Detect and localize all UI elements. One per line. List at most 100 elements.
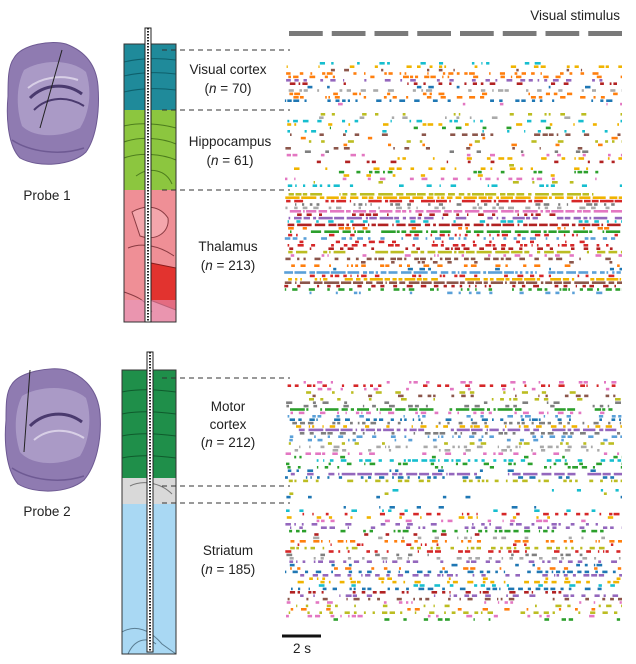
spike-mark [348, 123, 351, 126]
stimulus-bars [289, 31, 622, 36]
spike-mark [601, 536, 605, 540]
spike-mark [427, 570, 432, 574]
spike-mark [516, 523, 522, 526]
spike-mark [617, 459, 622, 462]
spike-mark [321, 519, 325, 523]
spike-mark [416, 85, 422, 89]
spike-mark [407, 557, 409, 560]
spike-mark [493, 257, 499, 261]
spike-mark [600, 99, 604, 102]
spike-mark [403, 415, 405, 418]
spike-mark [544, 113, 547, 116]
spike-mark [301, 196, 317, 199]
spike-mark [543, 415, 546, 418]
spike-mark [289, 82, 296, 85]
spike-mark [346, 210, 351, 213]
spike-mark [315, 614, 321, 618]
spike-mark [316, 220, 319, 223]
spike-mark [574, 281, 589, 284]
spike-mark [564, 512, 568, 516]
spike-mark [387, 170, 393, 174]
spike-mark [296, 529, 300, 533]
spike-mark [344, 611, 350, 614]
spike-mark [468, 284, 471, 288]
spike-mark [378, 577, 385, 580]
spike-mark [586, 449, 589, 452]
spike-mark [498, 157, 505, 160]
spike-mark [299, 509, 304, 512]
spike-mark [528, 223, 538, 227]
spike-mark [350, 408, 354, 411]
spike-mark [342, 193, 348, 196]
spike-mark [409, 199, 414, 203]
spike-mark [501, 216, 506, 220]
spike-mark [466, 614, 473, 618]
spike-mark [350, 233, 355, 237]
spike-mark [476, 291, 481, 295]
spike-mark [591, 574, 598, 577]
spike-mark [468, 381, 473, 384]
spike-mark [584, 220, 589, 223]
spike-mark [481, 62, 483, 65]
spike-mark [612, 271, 615, 274]
spike-mark [620, 425, 622, 428]
spike-mark [334, 274, 340, 278]
spike-mark [299, 445, 301, 449]
spike-mark [531, 553, 537, 557]
spike-mark [295, 281, 297, 284]
spike-mark [289, 438, 293, 442]
spike-mark [414, 99, 420, 102]
spike-mark [528, 92, 530, 96]
spike-mark [596, 291, 603, 295]
spike-mark [568, 587, 572, 591]
spike-mark [483, 281, 488, 284]
spike-mark [285, 476, 288, 479]
spike-mark [456, 557, 462, 560]
spike-mark [467, 597, 473, 601]
spike-mark [359, 213, 365, 216]
spike-mark [592, 79, 595, 82]
spike-mark [517, 421, 520, 425]
spike-mark [539, 274, 544, 278]
spike-mark [586, 384, 588, 387]
spike-mark [599, 160, 604, 164]
spike-mark [490, 167, 493, 170]
spike-mark [351, 509, 357, 512]
spike-mark [385, 560, 387, 563]
region-count-thalamus: (n = 213) [201, 258, 255, 273]
spike-mark [473, 411, 477, 415]
spike-mark [511, 250, 523, 254]
spike-mark [489, 240, 492, 244]
spike-mark [379, 476, 385, 479]
spike-mark [449, 199, 451, 203]
spike-mark [321, 540, 323, 543]
spike-mark [469, 143, 473, 147]
spike-mark [386, 550, 389, 553]
spike-mark [287, 244, 290, 247]
spike-mark [344, 278, 353, 281]
spike-mark [434, 254, 436, 257]
spike-mark [329, 526, 335, 529]
spike-mark [611, 136, 618, 140]
spike-mark [403, 428, 407, 432]
spike-mark [359, 116, 365, 119]
spike-mark [504, 432, 508, 435]
spike-mark [459, 597, 461, 601]
spike-mark [499, 72, 505, 75]
spike-mark [609, 267, 614, 271]
spike-mark [442, 75, 444, 79]
spike-mark [554, 284, 559, 288]
region-count-visual-cortex: (n = 70) [205, 81, 252, 96]
spike-mark [592, 89, 596, 92]
spike-mark [433, 445, 438, 449]
spike-mark [428, 167, 433, 170]
spike-mark [469, 271, 481, 274]
spike-mark [356, 170, 361, 174]
spike-mark [383, 567, 388, 570]
spike-mark [484, 421, 487, 425]
spike-mark [321, 274, 326, 278]
spike-mark [348, 614, 350, 618]
spike-mark [307, 85, 313, 89]
spike-mark [375, 553, 380, 557]
spike-mark [538, 418, 541, 421]
